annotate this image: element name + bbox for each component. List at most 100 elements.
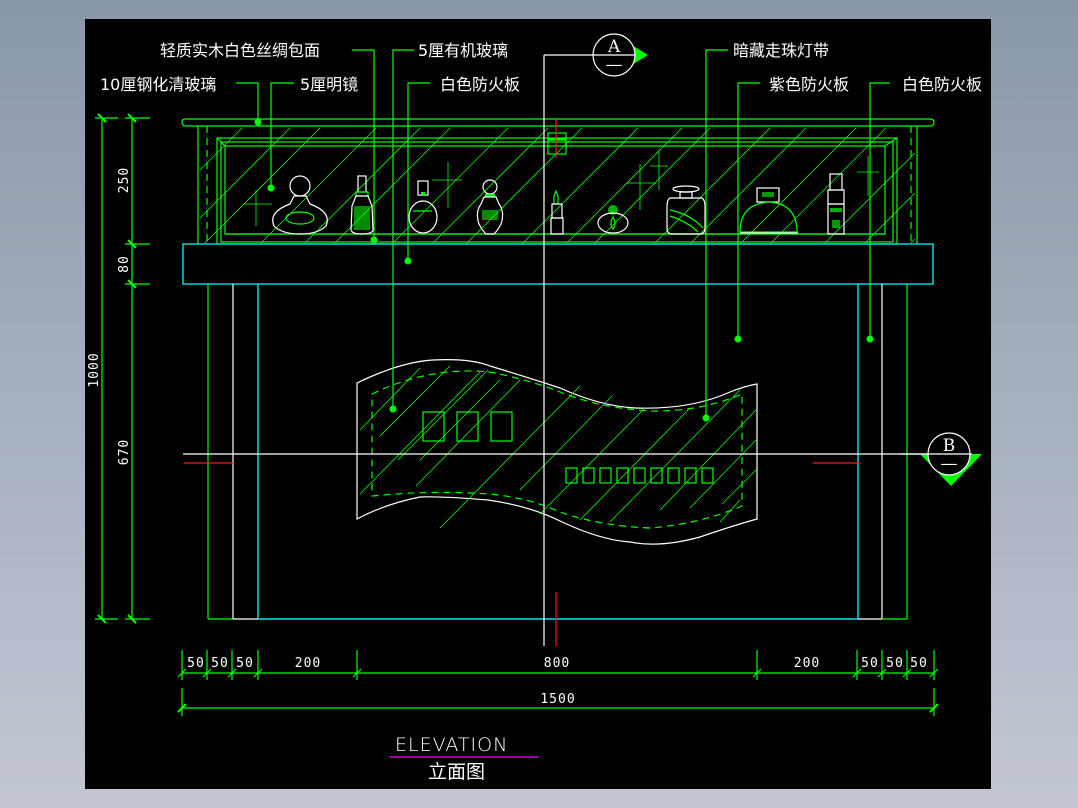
perfume-bottle-1 bbox=[272, 175, 328, 235]
hatch-line bbox=[202, 668, 212, 678]
logo-letter-block bbox=[667, 467, 680, 484]
section-marker-a[interactable]: A — bbox=[592, 33, 648, 77]
dim-seg-2: 50 bbox=[211, 656, 229, 671]
dim-height-top: 80 bbox=[117, 255, 132, 273]
hatch-line bbox=[910, 238, 916, 244]
callout-white-board-right: 白色防火板 bbox=[902, 75, 982, 94]
hatch-line bbox=[432, 127, 549, 244]
logo-letter-block bbox=[633, 467, 646, 484]
hatch-line bbox=[260, 127, 377, 244]
hatch-line bbox=[539, 407, 646, 515]
hatch-line bbox=[654, 127, 771, 244]
hatch-line bbox=[392, 127, 509, 244]
callout-silk-wood: 轻质实木白色丝绸包面 bbox=[160, 41, 320, 60]
dim-seg-1: 50 bbox=[187, 656, 205, 671]
cad-drawing-canvas[interactable]: A — B — bbox=[85, 19, 991, 789]
hatch-line bbox=[877, 668, 887, 678]
hatch-line bbox=[397, 369, 489, 461]
display-case-top bbox=[181, 118, 935, 245]
hatch-line bbox=[199, 127, 243, 171]
hatch-line bbox=[439, 385, 581, 529]
hatch-line bbox=[304, 127, 421, 244]
wave-inner-dashed bbox=[371, 370, 743, 529]
drawing-title-cn: 立面图 bbox=[428, 761, 485, 783]
logo-letter-block bbox=[650, 467, 663, 484]
horizontal-dimensions: 1500 50 50 50 200 800 200 50 50 50 bbox=[177, 650, 939, 716]
dim-seg-7: 50 bbox=[861, 656, 879, 671]
callout-dots bbox=[254, 118, 874, 422]
perfume-bottle-8 bbox=[827, 173, 845, 235]
perfume-bottle-6 bbox=[666, 185, 706, 235]
hatch-line bbox=[770, 127, 887, 244]
top-cap bbox=[181, 118, 935, 127]
perfume-bottle-7 bbox=[739, 187, 798, 234]
hatch-line bbox=[566, 127, 683, 244]
hatch-line bbox=[594, 127, 711, 244]
dim-height-case: 250 bbox=[117, 167, 132, 193]
callout-mirror: 5厘明镜 bbox=[300, 75, 358, 94]
hatch-line bbox=[752, 668, 762, 678]
section-letter-b: B bbox=[943, 436, 956, 456]
dim-height-base: 670 bbox=[117, 439, 132, 465]
logo-letter-block bbox=[616, 467, 629, 484]
hatch-line bbox=[689, 439, 757, 509]
hatch-line bbox=[419, 379, 501, 461]
dim-width-total: 1500 bbox=[540, 692, 575, 707]
hatch-line bbox=[719, 499, 741, 523]
dim-seg-9: 50 bbox=[910, 656, 928, 671]
vertical-dimensions: 1000 250 80 670 bbox=[87, 113, 150, 624]
hatch-line bbox=[466, 127, 583, 244]
perfume-bottle-2 bbox=[350, 175, 374, 235]
hatch-line bbox=[609, 389, 741, 523]
callout-white-board-left: 白色防火板 bbox=[440, 75, 520, 94]
hatch-line bbox=[379, 365, 451, 437]
wave-outline bbox=[356, 359, 758, 545]
hatch-line bbox=[199, 127, 291, 219]
hatch-line bbox=[929, 668, 939, 678]
hatch-line bbox=[690, 127, 807, 244]
dim-seg-3: 50 bbox=[236, 656, 254, 671]
mirror-back-panel bbox=[224, 145, 886, 235]
logo-text-blocks bbox=[565, 467, 714, 484]
hatch-line bbox=[659, 409, 757, 511]
hatch-line bbox=[864, 192, 916, 244]
glass-hatch bbox=[199, 127, 916, 244]
dim-seg-6: 200 bbox=[794, 656, 820, 671]
hatch-line bbox=[522, 127, 639, 244]
perfume-bottles bbox=[272, 173, 845, 235]
glass-frame-mid bbox=[220, 141, 894, 243]
dim-seg-8: 50 bbox=[886, 656, 904, 671]
dim-seg-5: 800 bbox=[544, 656, 570, 671]
logo-letter-block bbox=[599, 467, 612, 484]
hatch-line bbox=[177, 668, 187, 678]
hatch-line bbox=[253, 668, 263, 678]
counter-top-band bbox=[182, 243, 934, 285]
lock-icon bbox=[547, 132, 567, 155]
section-lines bbox=[183, 54, 933, 646]
callout-purple-board: 紫色防火板 bbox=[769, 75, 849, 94]
wave-logo-panel bbox=[356, 359, 758, 545]
hatch-line bbox=[415, 379, 521, 487]
hatch-line bbox=[579, 407, 691, 521]
callout-acrylic: 5厘有机玻璃 bbox=[418, 41, 508, 60]
dim-height-total: 1000 bbox=[87, 352, 102, 387]
hatch-line bbox=[721, 469, 757, 505]
lipstick bbox=[550, 189, 564, 235]
hatch-line bbox=[740, 127, 857, 244]
hatch-line bbox=[204, 127, 321, 244]
perfume-bottle-4 bbox=[476, 179, 504, 235]
hatch-line bbox=[902, 668, 912, 678]
callout-led-strip: 暗藏走珠灯带 bbox=[733, 41, 829, 60]
hatch-line bbox=[227, 668, 237, 678]
frame-corner bbox=[884, 137, 898, 147]
section-marker-b[interactable]: B — bbox=[900, 432, 982, 486]
hatch-line bbox=[352, 668, 362, 678]
sparkle-marks bbox=[244, 150, 879, 226]
hatch-line bbox=[359, 367, 421, 431]
dim-seg-4: 200 bbox=[295, 656, 321, 671]
wave-hatch bbox=[359, 365, 757, 529]
section-sub-b: — bbox=[941, 454, 958, 474]
drawing-title-en: ELEVATION bbox=[395, 734, 508, 756]
hatch-line bbox=[519, 395, 613, 491]
section-sub-a: — bbox=[606, 55, 623, 75]
